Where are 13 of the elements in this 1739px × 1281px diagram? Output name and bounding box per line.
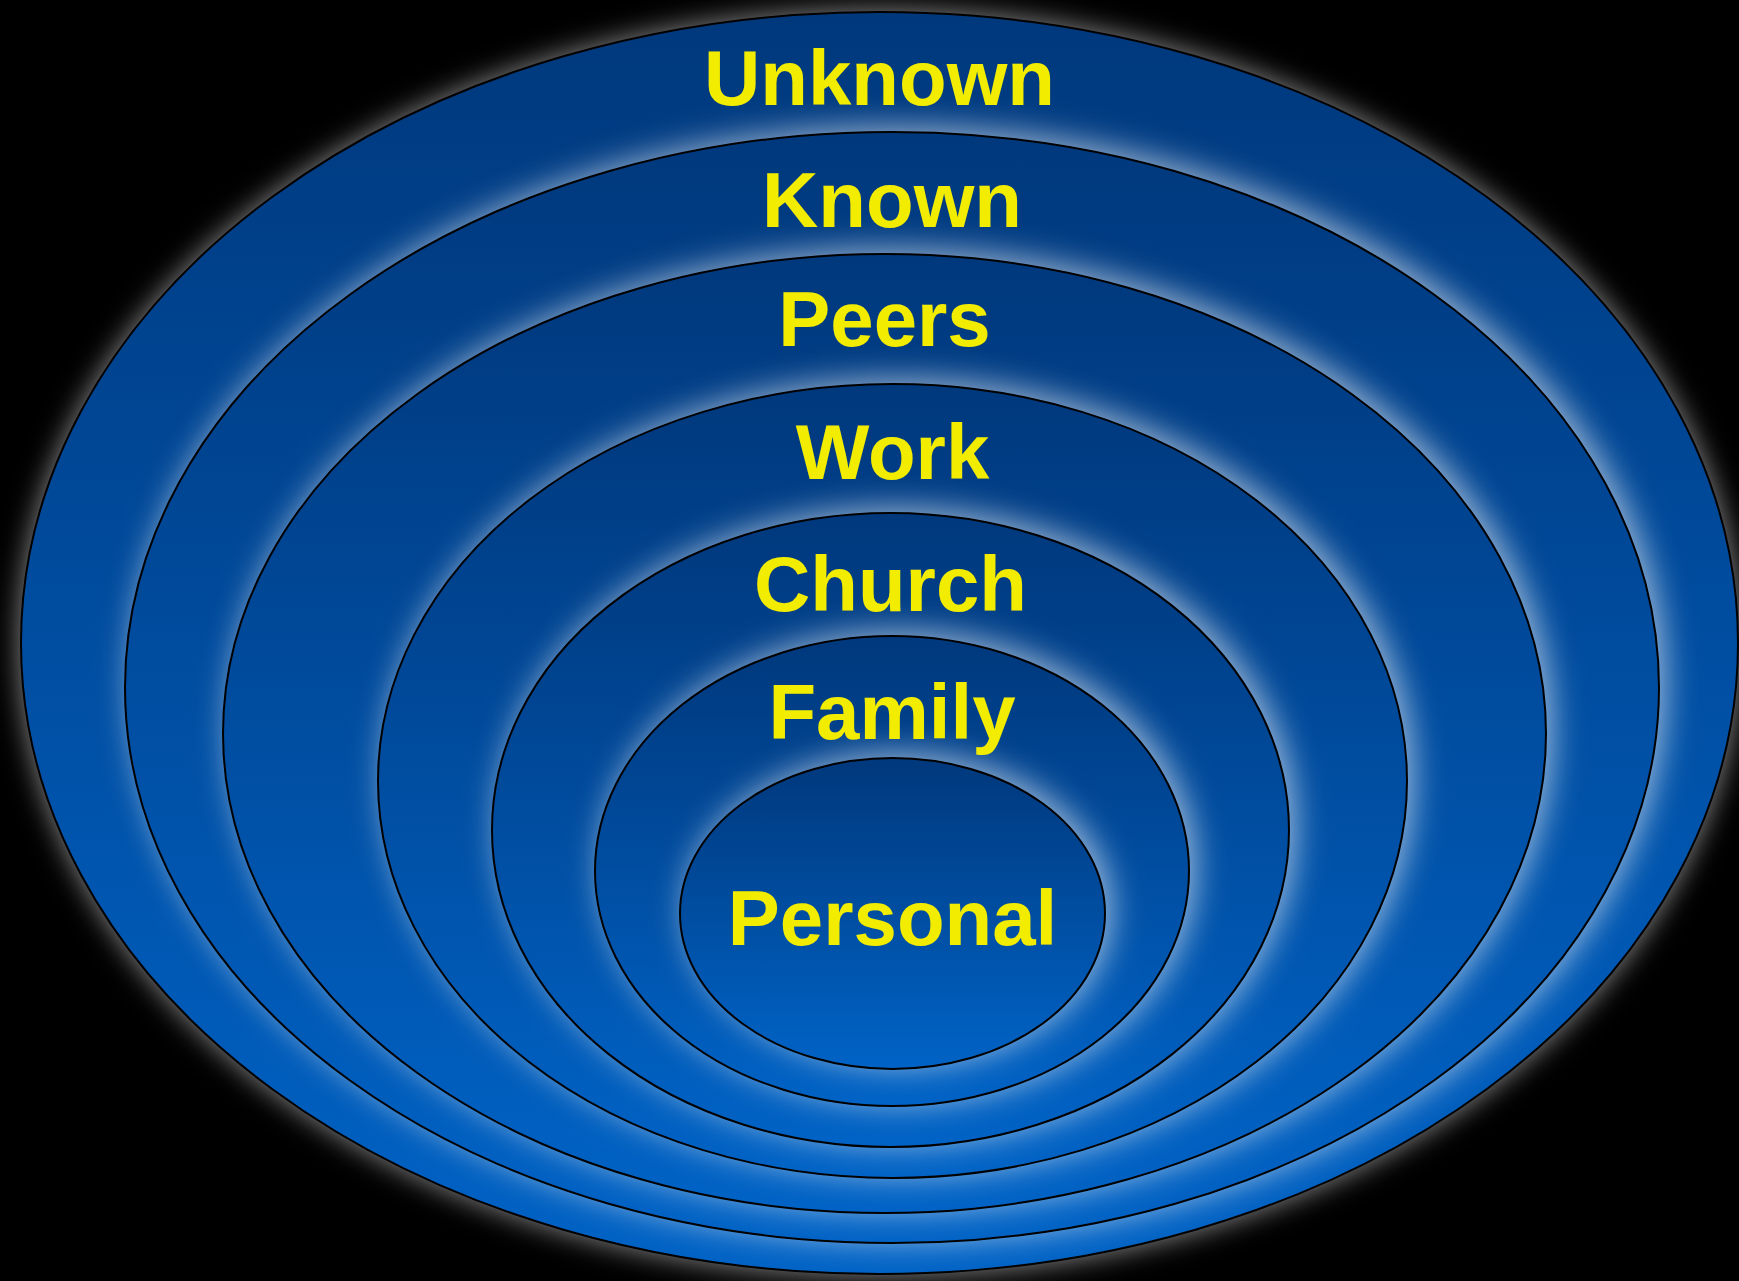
ring-label: Peers [778, 280, 991, 358]
nested-ellipse [124, 131, 1660, 1244]
ring-label: Unknown [704, 39, 1055, 117]
nested-ellipse [222, 253, 1547, 1214]
ring-label: Church [754, 545, 1027, 623]
nested-ellipse [594, 635, 1190, 1107]
ring-label: Personal [727, 879, 1058, 957]
nested-ellipse [377, 383, 1408, 1179]
ring-label: Known [762, 161, 1022, 239]
nested-ellipse [20, 11, 1739, 1275]
nested-ellipse [679, 757, 1106, 1070]
ring-label: Work [795, 413, 990, 491]
nested-ellipse [491, 512, 1290, 1148]
